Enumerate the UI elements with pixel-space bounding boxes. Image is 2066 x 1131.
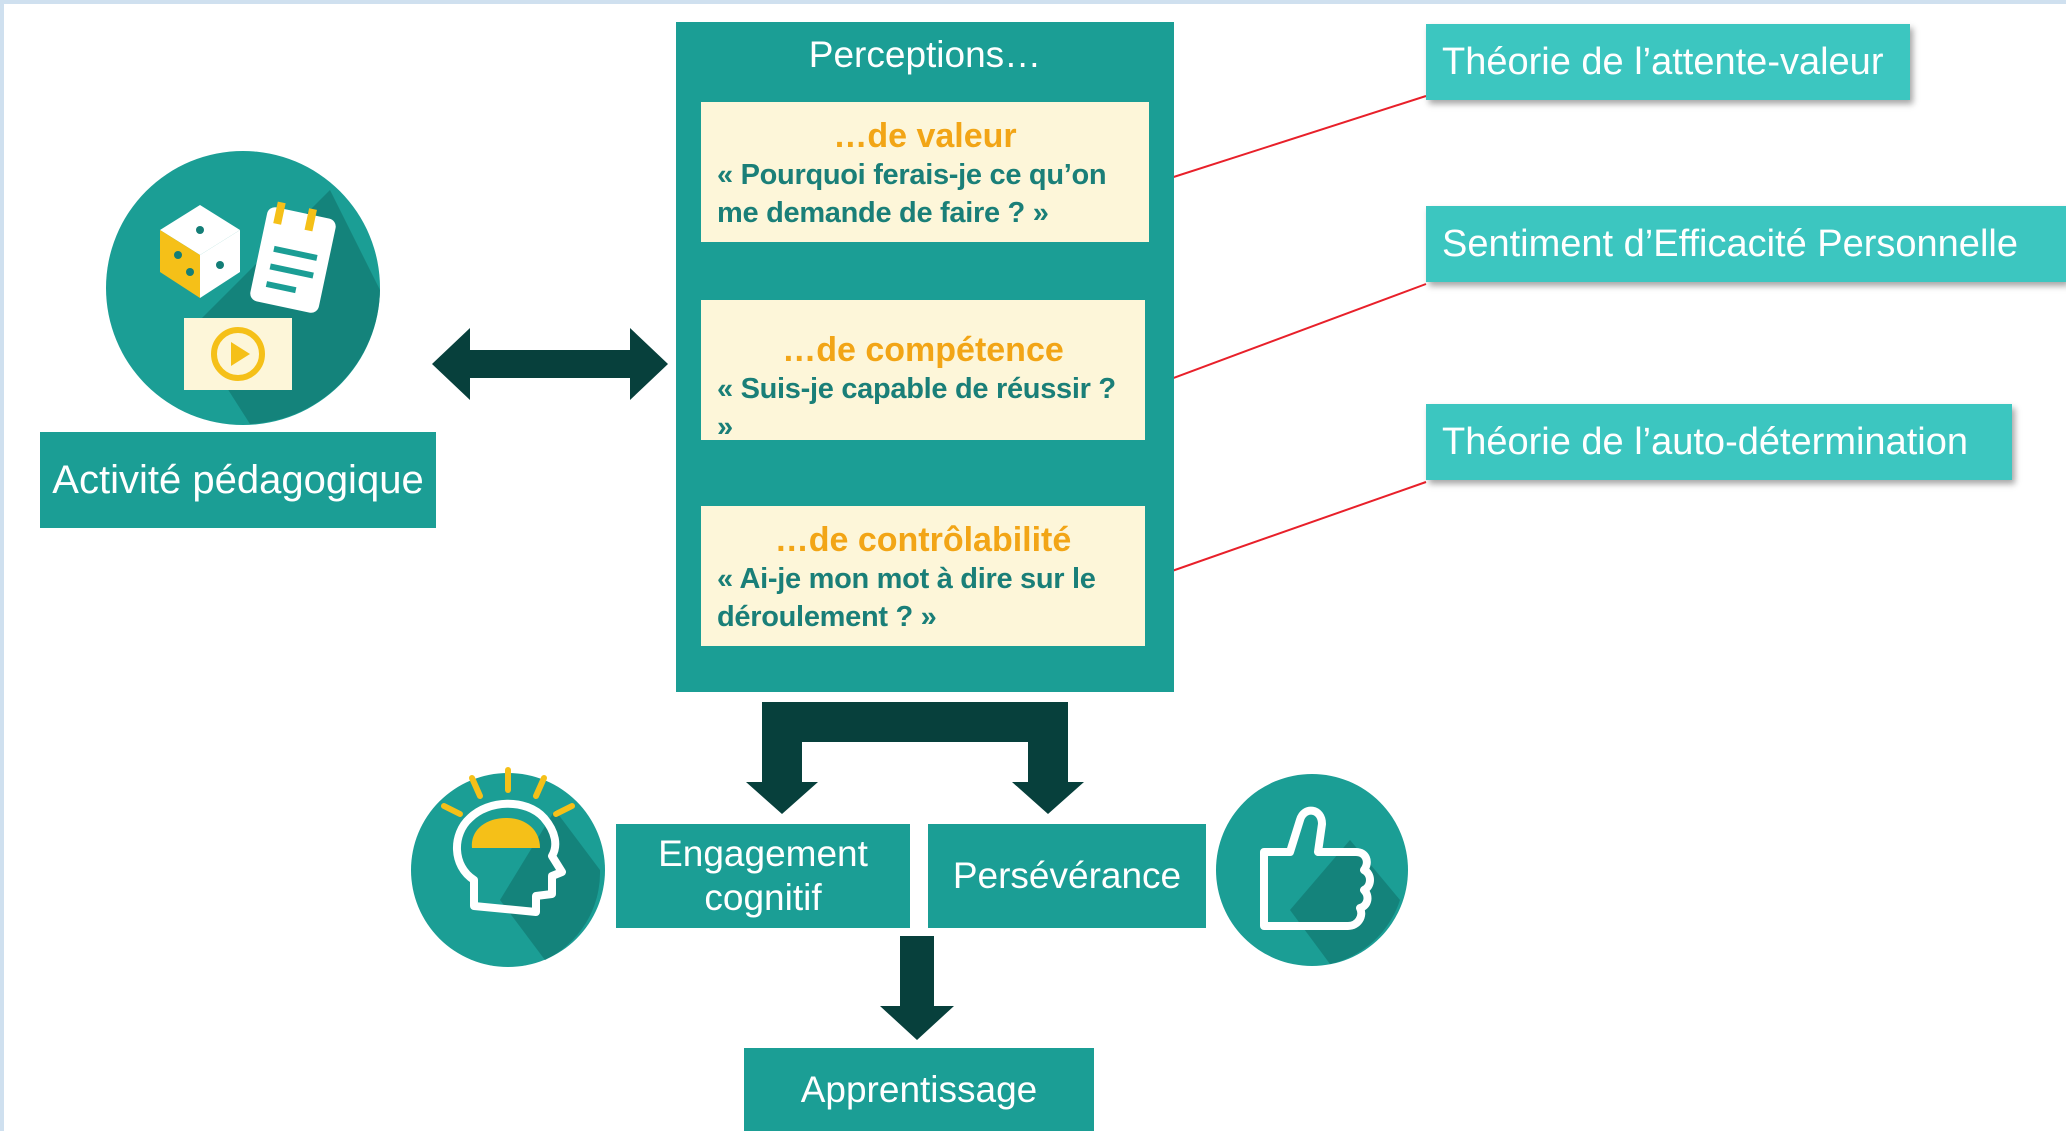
theory-label: Théorie de l’attente-valeur bbox=[1442, 40, 1884, 83]
thinking-head-icon bbox=[411, 767, 605, 967]
engagement-label: Engagement cognitif bbox=[658, 833, 868, 918]
theory-label: Sentiment d’Efficacité Personnelle bbox=[1442, 222, 2018, 265]
perception-card-competence: …de compétence « Suis-je capable de réus… bbox=[701, 300, 1145, 443]
card-title-value: …de valeur bbox=[833, 117, 1017, 155]
pointer-line-competence bbox=[1151, 283, 1427, 387]
perception-card-control: …de contrôlabilité « Ai-je mon mot à dir… bbox=[701, 506, 1145, 646]
theory-self-efficacy: Sentiment d’Efficacité Personnelle bbox=[1426, 206, 2066, 282]
pointer-line-value bbox=[1157, 95, 1427, 184]
learning-box: Apprentissage bbox=[744, 1048, 1094, 1131]
card-question-control: « Ai-je mon mot à dire sur le déroulemen… bbox=[717, 563, 1096, 633]
pointer-line-control bbox=[1151, 481, 1427, 580]
split-arrow bbox=[746, 702, 1084, 814]
card-title-control: …de contrôlabilité bbox=[774, 521, 1072, 559]
dice-icon bbox=[160, 205, 240, 298]
card-title-competence: …de compétence bbox=[782, 331, 1064, 369]
double-arrow bbox=[432, 328, 668, 400]
theory-self-determination: Théorie de l’auto-détermination bbox=[1426, 404, 2012, 480]
perceptions-panel: Perceptions… …de valeur « Pourquoi ferai… bbox=[676, 22, 1174, 692]
perceptions-title: Perceptions… bbox=[808, 34, 1042, 75]
learning-label: Apprentissage bbox=[800, 1068, 1038, 1110]
card-question-competence: « Suis-je capable de réussir ? » bbox=[717, 373, 1116, 443]
video-play-icon bbox=[184, 318, 292, 390]
notepad-icon bbox=[250, 201, 336, 313]
perseverance-label: Persévérance bbox=[952, 855, 1182, 896]
engagement-box: Engagement cognitif bbox=[616, 824, 910, 928]
activity-label-box: Activité pédagogique bbox=[40, 432, 436, 528]
down-arrow bbox=[880, 936, 954, 1040]
perception-card-value: …de valeur « Pourquoi ferais-je ce qu’on… bbox=[701, 102, 1149, 242]
card-question-value: « Pourquoi ferais-je ce qu’on me demande… bbox=[717, 159, 1107, 229]
perseverance-box: Persévérance bbox=[928, 824, 1206, 928]
activity-icon-circle bbox=[106, 151, 380, 425]
thumbs-up-icon bbox=[1216, 774, 1408, 966]
activity-label: Activité pédagogique bbox=[52, 457, 424, 502]
theory-expectancy-value: Théorie de l’attente-valeur bbox=[1426, 24, 1910, 100]
theory-label: Théorie de l’auto-détermination bbox=[1442, 420, 1968, 463]
